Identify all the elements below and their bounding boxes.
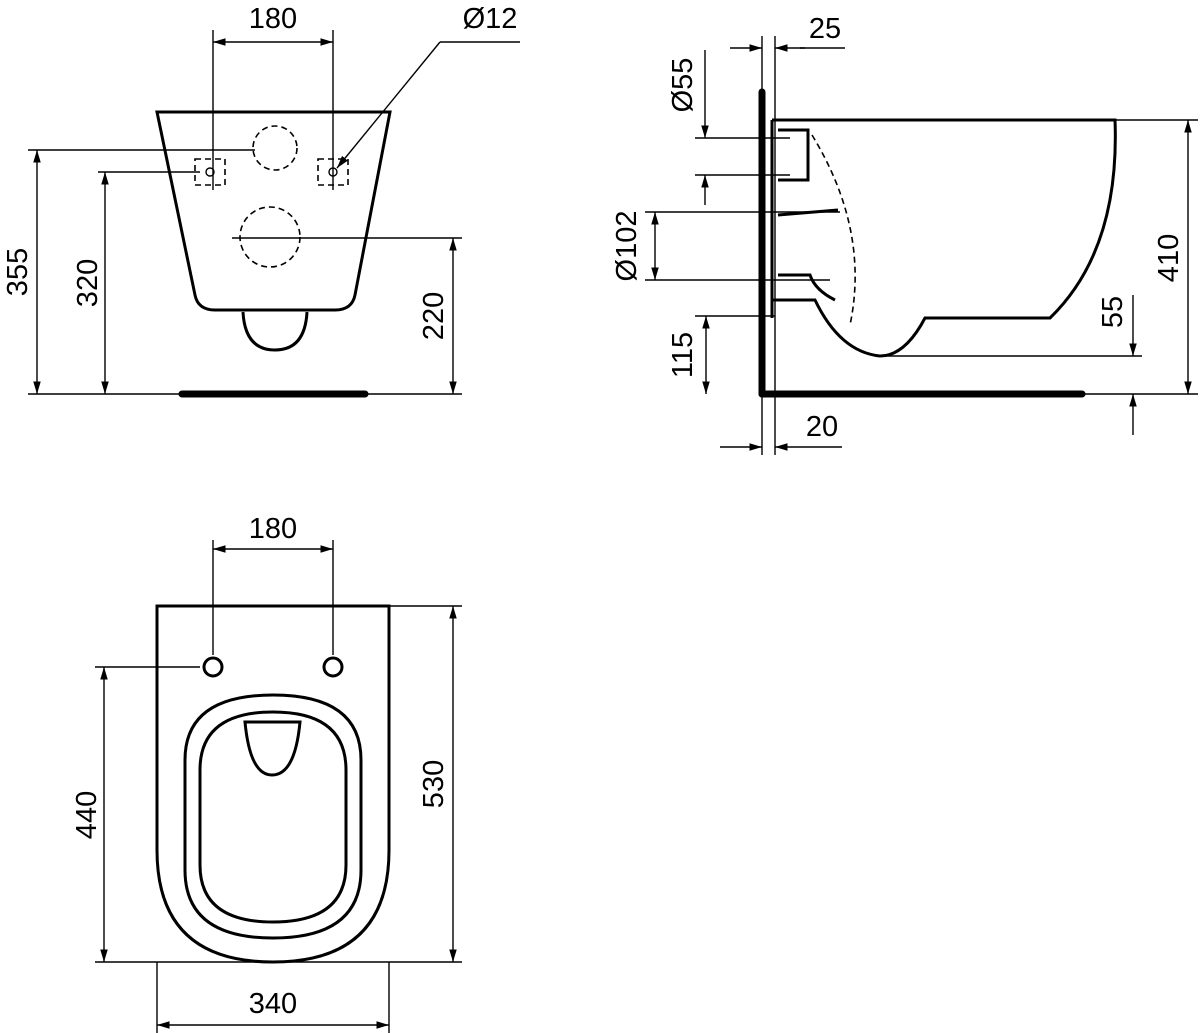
side-view: 25 Ø55 Ø102 115 20 410 55 [611,13,1198,455]
front-view: 180 Ø12 355 320 220 [2,3,520,398]
dim-hole-spacing: 180 [249,3,297,35]
dim-20: 20 [806,411,838,443]
top-view: 180 440 530 340 [71,513,462,1033]
dim-320: 320 [72,259,104,307]
dim-340: 340 [249,988,297,1020]
dim-outlet-diameter: Ø102 [611,211,643,282]
dim-115: 115 [667,332,699,378]
dim-hole-diameter: Ø12 [463,3,518,35]
dim-410: 410 [1153,234,1185,282]
dim-220: 220 [418,292,450,340]
dim-55: 55 [1097,296,1129,328]
dim-25: 25 [809,13,841,45]
dim-440: 440 [71,791,103,839]
dim-inlet-diameter: Ø55 [667,58,699,113]
dim-top-hole-spacing: 180 [249,513,297,545]
dim-530: 530 [418,760,450,808]
dim-355: 355 [2,248,34,296]
